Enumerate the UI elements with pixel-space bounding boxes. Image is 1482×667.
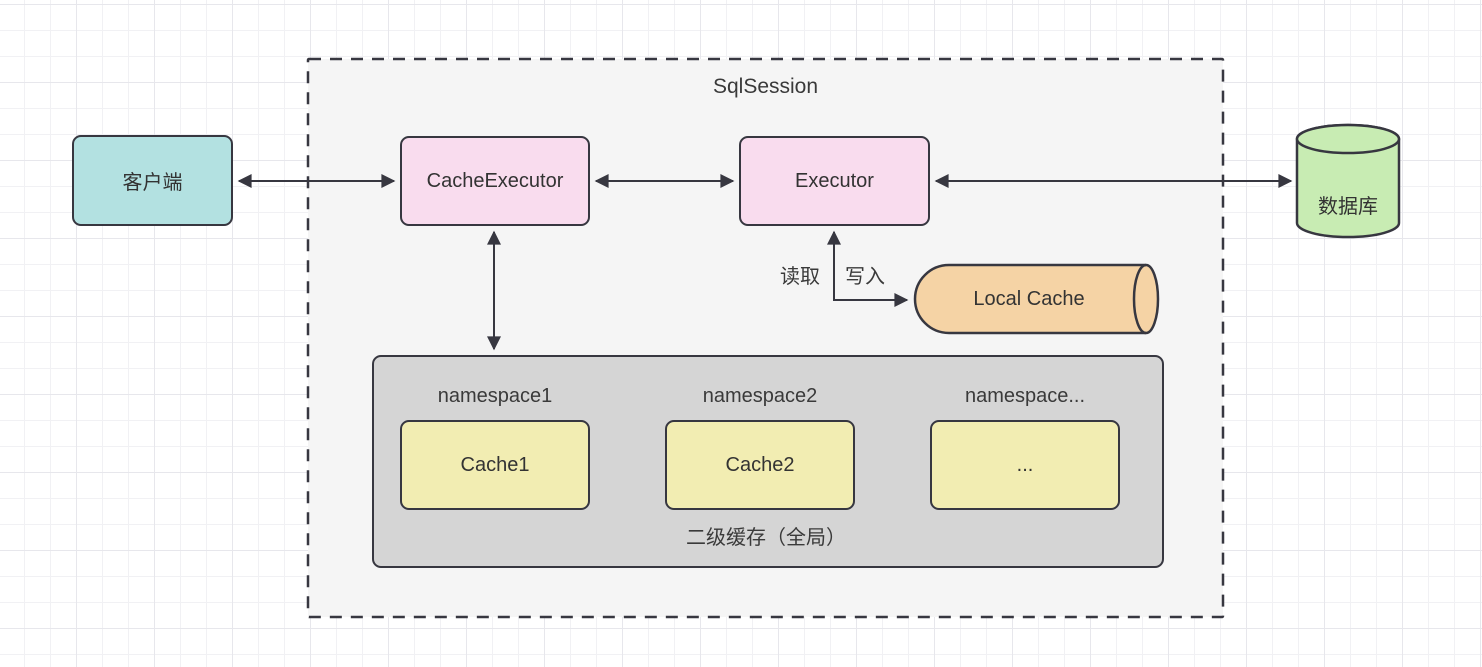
client-label: 客户端 [122, 172, 183, 194]
local-cache-label: Local Cache [973, 287, 1085, 310]
cache2-label: Cache2 [725, 453, 795, 476]
cache3-label: ... [1016, 453, 1034, 476]
executor-node: Executor [739, 136, 930, 226]
namespace3-label: namespace... [964, 385, 1086, 407]
local-cache-cylinder [913, 263, 1160, 335]
database-label: 数据库 [1318, 195, 1378, 218]
second-level-cache-caption: 二级缓存（全局） [686, 527, 846, 549]
cache1-label: Cache1 [460, 453, 530, 476]
database-cylinder [1295, 123, 1401, 239]
cache-executor-node: CacheExecutor [400, 136, 590, 226]
cache2-node: Cache2 [665, 420, 855, 510]
cache-executor-label: CacheExecutor [426, 169, 564, 192]
sqlsession-title: SqlSession [712, 75, 819, 98]
read-edge-label: 读取 [780, 266, 820, 288]
executor-label: Executor [795, 169, 874, 192]
client-node: 客户端 [72, 135, 233, 226]
namespace1-label: namespace1 [437, 385, 553, 407]
arrow-executor-localcache [827, 230, 909, 307]
namespace2-label: namespace2 [702, 385, 818, 407]
cache3-node: ... [930, 420, 1120, 510]
cache1-node: Cache1 [400, 420, 590, 510]
